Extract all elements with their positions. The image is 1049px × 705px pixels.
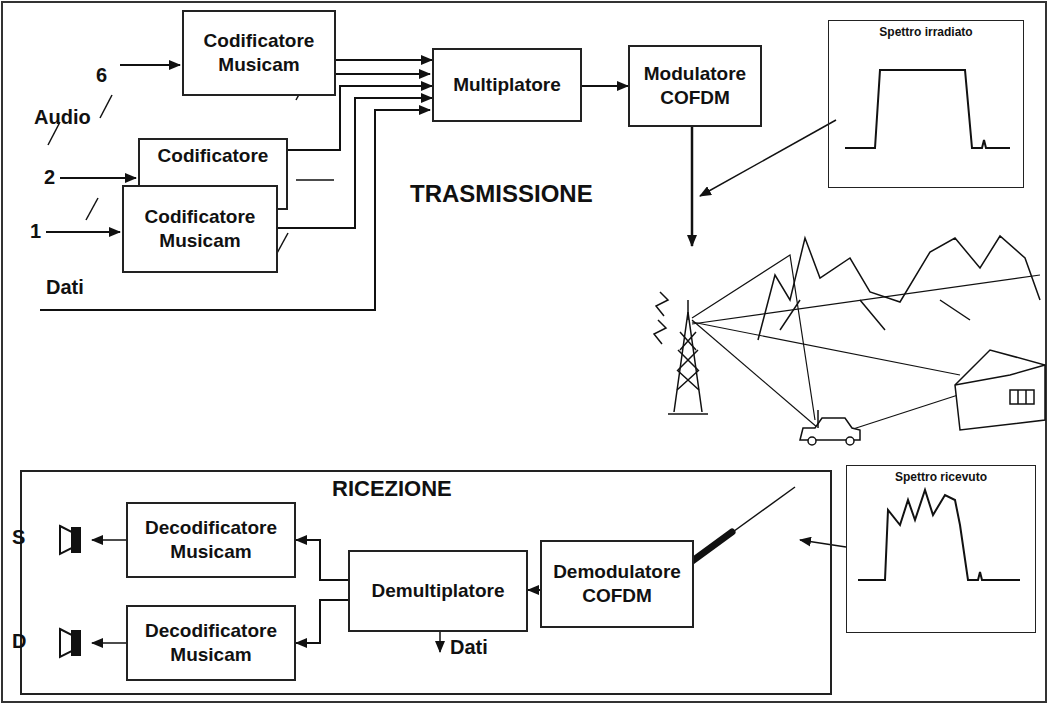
spectrum-curve	[858, 490, 1020, 580]
receive-antenna	[730, 487, 795, 534]
signal-arrow	[528, 589, 540, 591]
box-label: Codificatore Musicam	[124, 201, 276, 257]
antenna-tower	[654, 292, 668, 344]
radio-path	[692, 320, 818, 428]
leader-arrow	[92, 120, 846, 652]
demultiplexer-box: Demultiplatore	[348, 550, 528, 632]
antenna-tower	[687, 300, 689, 320]
audio-input-line	[40, 65, 430, 310]
heading: Spettro irradiato	[829, 25, 1023, 39]
leader-arrow	[800, 540, 846, 547]
decoder-box: Decodificatore Musicam	[126, 502, 296, 578]
car	[846, 437, 854, 445]
audio-input-line	[40, 110, 430, 310]
leader-arrow	[700, 120, 836, 196]
house	[955, 350, 1045, 430]
signal-arrow	[278, 98, 432, 228]
antenna-tower	[668, 413, 708, 415]
car	[808, 437, 816, 445]
leader-arrow	[92, 642, 126, 644]
box-label: Demultiplatore	[363, 575, 512, 607]
box-label: Decodificatore Musicam	[128, 615, 294, 671]
radio-path	[692, 322, 960, 375]
leader-arrow	[439, 632, 441, 652]
speaker	[72, 528, 80, 552]
spectrum-box: Spettro ricevuto	[846, 465, 1036, 633]
heading: RICEZIONE	[332, 476, 452, 502]
speaker	[60, 629, 72, 657]
house	[955, 350, 1045, 430]
house	[955, 365, 1045, 385]
signal-label: S	[12, 526, 25, 549]
audio-input-line	[330, 73, 430, 75]
radio-path	[692, 255, 815, 420]
leader-arrow	[92, 539, 126, 541]
signal-label: Audio	[34, 106, 91, 129]
spectrum-curve	[845, 70, 1020, 580]
house	[1018, 390, 1026, 404]
channel-slash	[86, 198, 98, 220]
speaker	[60, 526, 72, 554]
mountains	[780, 300, 970, 330]
signal-arrow	[296, 540, 348, 580]
signal-label: 2	[44, 166, 55, 189]
spectrum-box: Spettro irradiato	[828, 20, 1024, 188]
car	[817, 410, 819, 428]
antenna-tower	[654, 292, 708, 414]
spectrum-curve	[845, 70, 1010, 148]
radio-path	[692, 275, 1040, 324]
signal-label: 1	[30, 220, 41, 243]
antenna-tower	[674, 312, 702, 412]
modulator-box: Modulatore COFDM	[628, 45, 762, 127]
signal-arrow	[582, 85, 628, 87]
box-label: Codificatore Musicam	[184, 25, 334, 81]
transmit-line	[691, 127, 694, 246]
antenna-tower	[677, 332, 699, 390]
section-title: TRASMISSIONE	[410, 180, 593, 208]
signal-label: D	[12, 630, 26, 653]
signal-label: 6	[96, 64, 107, 87]
receiver-panel: RICEZIONEDecodificatore MusicamDemultipl…	[20, 470, 832, 695]
audio-input-line	[120, 64, 180, 66]
signal-arrow	[296, 600, 348, 643]
signal-label: Dati	[450, 636, 488, 659]
encoder-box: Codificatore Musicam	[122, 185, 278, 273]
box-label: Modulatore COFDM	[630, 58, 760, 114]
speaker	[72, 631, 80, 655]
encoder-box: Codificatore Musicam	[182, 10, 336, 96]
signal-label: Dati	[46, 276, 84, 299]
car	[800, 410, 860, 445]
audio-input-line	[60, 177, 136, 179]
transmit-line	[691, 127, 694, 246]
box-label: Multiplatore	[445, 69, 569, 101]
demodulator-box: Demodulatore COFDM	[540, 540, 694, 628]
channel-slash	[296, 179, 334, 181]
channel-slash	[100, 95, 112, 118]
multiplexer-box: Multiplatore	[432, 48, 582, 122]
signal-arrow	[336, 59, 432, 61]
receive-antenna	[680, 487, 795, 570]
heading: Spettro ricevuto	[847, 470, 1035, 484]
box-label: Codificatore	[150, 140, 277, 172]
radio-path	[850, 395, 958, 430]
box-label: Decodificatore Musicam	[128, 512, 294, 568]
speaker	[60, 526, 80, 657]
decoder-box: Decodificatore Musicam	[126, 605, 296, 681]
audio-input-line	[46, 231, 120, 233]
house	[1010, 390, 1034, 404]
box-label: Demodulatore COFDM	[542, 556, 692, 612]
